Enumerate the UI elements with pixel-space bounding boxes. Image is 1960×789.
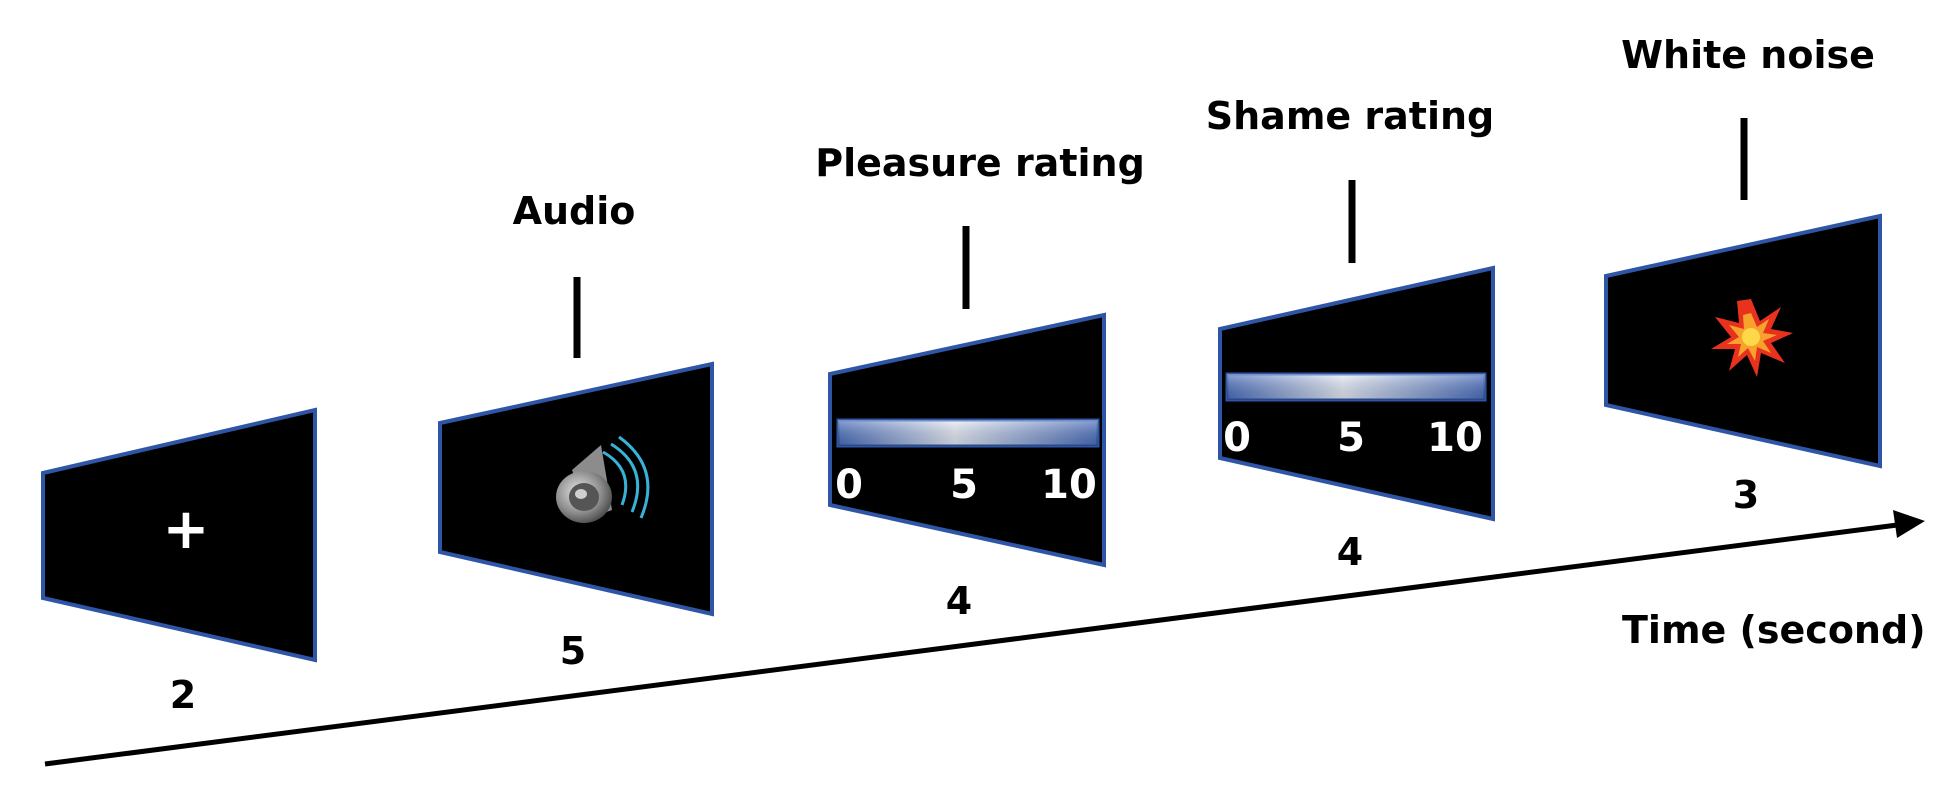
noise-duration: 3 (1733, 473, 1759, 517)
fixation-cross: + (163, 497, 210, 562)
time-axis: Time (second) (44, 510, 1926, 767)
time-axis-line (44, 521, 1906, 767)
time-axis-arrowhead (1893, 510, 1925, 538)
shame-scale-min: 0 (1223, 415, 1251, 461)
audio-duration: 5 (560, 629, 586, 673)
audio-label: Audio (513, 189, 636, 233)
explosion-icon (1711, 299, 1793, 377)
stage-audio: Audio 5 (438, 189, 714, 673)
shame-scale-mid: 5 (1337, 415, 1365, 461)
pleasure-scale-max: 10 (1041, 462, 1097, 508)
stage-fixation: + 2 (41, 407, 317, 717)
pleasure-duration: 4 (946, 579, 972, 623)
pleasure-scale-min: 0 (835, 462, 863, 508)
shame-scale-max: 10 (1427, 415, 1483, 461)
noise-label: White noise (1621, 33, 1875, 77)
time-axis-label: Time (second) (1622, 608, 1926, 652)
stage-shame-rating: Shame rating 0 5 10 4 (1206, 94, 1495, 574)
pleasure-scale-mid: 5 (950, 462, 978, 508)
stage-white-noise: White noise 3 (1604, 33, 1882, 517)
fixation-screen (41, 407, 317, 663)
shame-duration: 4 (1337, 530, 1363, 574)
speaker-icon (556, 435, 650, 523)
pleasure-label: Pleasure rating (815, 141, 1145, 185)
shame-label: Shame rating (1206, 94, 1495, 138)
fixation-duration: 2 (170, 673, 196, 717)
stage-pleasure-rating: Pleasure rating 0 5 10 4 (815, 141, 1145, 623)
